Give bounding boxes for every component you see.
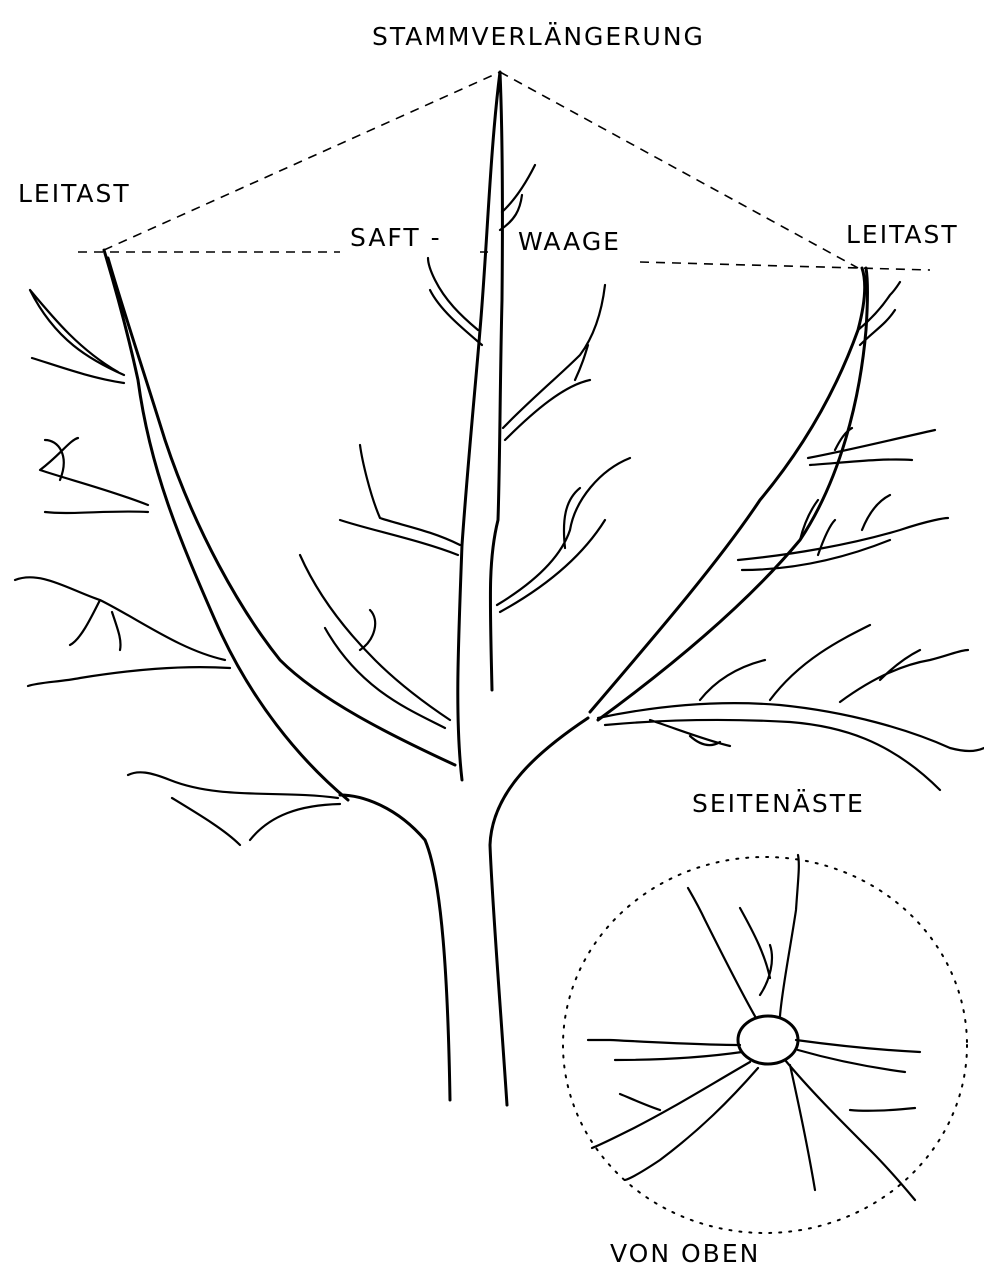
label-leitast-right: LEITAST [846, 220, 959, 249]
side-branch-center-left-3 [428, 258, 482, 345]
label-leitast-left: LEITAST [18, 179, 131, 208]
top-view-branch-east [796, 1040, 920, 1072]
label-seitenaeste: SEITENÄSTE [692, 789, 865, 818]
side-branch-right-2 [808, 428, 935, 465]
trunk [340, 718, 588, 1105]
side-branch-left-1 [30, 290, 124, 383]
side-branch-center-right-1 [503, 285, 605, 440]
label-saft: SAFT - [350, 223, 442, 252]
label-stammverlaengerung: STAMMVERLÄNGERUNG [372, 22, 705, 51]
label-von-oben: VON OBEN [610, 1239, 760, 1268]
label-waage: WAAGE [518, 227, 621, 256]
dashed-line-saftwaage [78, 252, 930, 270]
guide-lines [78, 72, 930, 270]
side-branch-left-4 [128, 772, 340, 845]
side-branch-left-3 [15, 577, 230, 686]
side-branch-center-top [500, 165, 535, 230]
top-view-circle [563, 857, 967, 1233]
top-view-inset [563, 855, 967, 1233]
top-view-branch-southeast [785, 1060, 915, 1200]
side-branch-left-2 [40, 438, 148, 513]
side-branch-center-right-2 [497, 458, 630, 612]
tree-side-view [15, 72, 984, 1105]
side-branch-center-left-2 [300, 555, 450, 728]
top-view-branch-west [588, 1040, 742, 1060]
leitast-right [590, 268, 868, 720]
top-view-branch-southwest [592, 1062, 758, 1180]
top-view-branch-north [688, 855, 799, 1018]
top-view-trunk [738, 1016, 798, 1064]
side-branch-right-3 [738, 495, 948, 570]
central-leader [458, 72, 503, 780]
side-branch-center-left-1 [340, 445, 460, 555]
side-branch-right-4 [598, 625, 984, 790]
